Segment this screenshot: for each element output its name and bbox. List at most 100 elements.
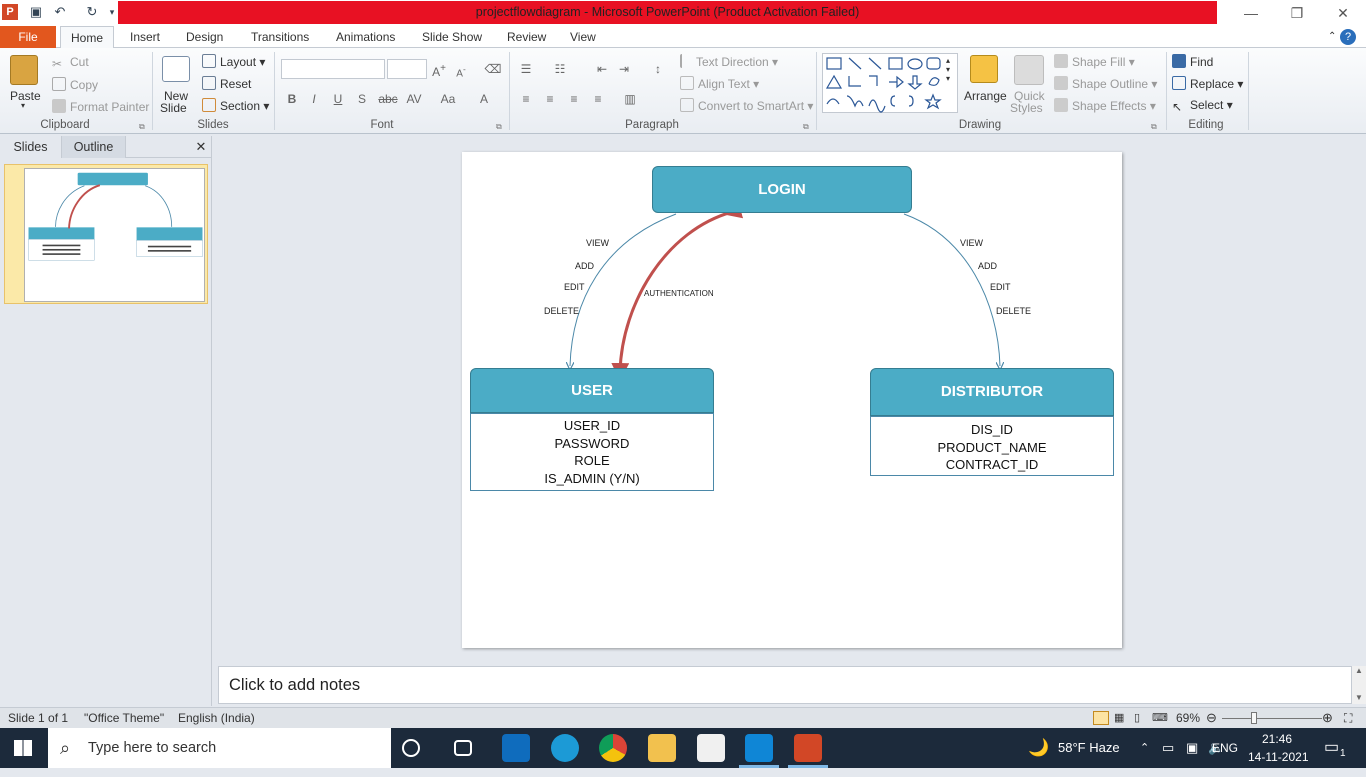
store-icon[interactable] [697,734,725,762]
zoom-slider-thumb[interactable] [1251,712,1257,724]
powerpoint-taskbar-icon[interactable] [794,734,822,762]
align-text-button[interactable]: Align Text ▾ [680,76,759,91]
mail-icon[interactable] [502,734,530,762]
reset-button[interactable]: Reset [202,76,251,91]
zoom-in-icon[interactable]: ⊕ [1322,710,1333,725]
font-launcher-icon[interactable]: ⧉ [496,122,502,131]
zoom-slider[interactable] [1222,718,1322,719]
notifications-icon[interactable]: ▭ [1324,739,1340,756]
shapes-gallery[interactable] [822,53,958,113]
tab-design[interactable]: Design [186,30,224,44]
scroll-down-icon[interactable]: ▼ [1355,693,1363,702]
strikethrough-button[interactable]: abc [378,92,398,106]
bold-button[interactable]: B [287,92,297,106]
arrange-button[interactable]: Arrange [964,89,1007,103]
paste-dropdown-icon[interactable]: ▾ [21,101,26,110]
new-slide-icon[interactable] [162,56,190,82]
minimize-ribbon-icon[interactable]: ⌃ [1328,31,1337,42]
show-hidden-icons-icon[interactable]: ⌃ [1140,742,1150,754]
input-language[interactable]: ENG [1212,741,1239,755]
align-right-icon[interactable]: ≡ [570,92,578,106]
tab-file[interactable]: File [0,26,56,48]
decrease-indent-icon[interactable]: ⇤ [596,62,608,76]
font-name-dropdown[interactable] [281,59,385,79]
find-button[interactable]: Find [1172,54,1213,69]
shape-effects-button[interactable]: Shape Effects ▾ [1054,98,1156,113]
user-box-fields[interactable]: USER_ID PASSWORD ROLE IS_ADMIN (Y/N) [470,413,714,491]
clock-time[interactable]: 21:46 [1262,732,1293,746]
change-case-button[interactable]: Aa [440,92,456,106]
shadow-button[interactable]: S [357,92,366,106]
align-left-icon[interactable]: ≡ [522,92,530,106]
zoom-out-icon[interactable]: ⊖ [1206,710,1217,725]
tab-insert[interactable]: Insert [130,30,161,44]
drawing-launcher-icon[interactable]: ⧉ [1151,122,1157,131]
tab-transitions[interactable]: Transitions [251,30,310,44]
task-view-icon[interactable] [454,740,472,756]
line-spacing-icon[interactable]: ↕ [655,62,661,76]
undo-icon[interactable]: ↶ [54,4,66,19]
zoom-level[interactable]: 69% [1176,711,1201,725]
minimize-button[interactable]: — [1244,5,1258,21]
tab-home[interactable]: Home [60,26,114,49]
tab-review[interactable]: Review [507,30,547,44]
quick-styles-button-line2[interactable]: Styles [1010,101,1043,115]
login-box[interactable]: LOGIN [652,166,912,213]
section-button[interactable]: Section ▾ [202,98,269,113]
distributor-box-fields[interactable]: DIS_ID PRODUCT_NAME CONTRACT_ID [870,416,1114,476]
taskbar-search[interactable]: ⌕ Type here to search [48,728,391,768]
copy-button[interactable]: Copy [52,77,98,92]
align-center-icon[interactable]: ≡ [546,92,554,106]
grow-font-icon[interactable]: A+ [432,63,446,79]
shape-fill-button[interactable]: Shape Fill ▾ [1054,54,1135,69]
normal-view-icon[interactable] [1093,711,1109,725]
shape-outline-button[interactable]: Shape Outline ▾ [1054,76,1157,91]
numbering-icon[interactable]: ☷ [554,62,566,76]
font-color-button[interactable]: A [479,92,488,106]
save-icon[interactable]: ▣ [29,4,43,19]
edge-icon[interactable] [551,734,579,762]
volume-icon[interactable]: 🔈 [1208,740,1225,755]
battery-icon[interactable]: ▭ [1162,740,1175,755]
paragraph-launcher-icon[interactable]: ⧉ [803,122,809,131]
increase-indent-icon[interactable]: ⇥ [618,62,630,76]
fit-slide-icon[interactable]: ⛶ [1344,711,1353,725]
format-painter-button[interactable]: Format Painter [52,99,149,114]
slide-canvas[interactable]: LOGIN VIEW ADD EDIT DELETE AUTHENTICATIO… [462,152,1122,648]
convert-smartart-button[interactable]: Convert to SmartArt ▾ [680,98,813,113]
authentication-arrow[interactable] [611,200,744,381]
user-box-header[interactable]: USER [470,368,714,413]
file-explorer-icon[interactable] [648,734,676,762]
redo-icon[interactable]: ↻ [86,4,98,19]
arrange-icon[interactable] [970,55,998,83]
columns-icon[interactable]: ▥ [624,92,636,106]
text-direction-button[interactable]: Text Direction ▾ [680,54,778,69]
new-slide-button-line2[interactable]: Slide [160,101,187,115]
character-spacing-button[interactable]: AV [406,92,422,106]
cut-button[interactable]: ✂Cut [52,55,89,71]
clock-date[interactable]: 14-11-2021 [1248,750,1309,764]
justify-icon[interactable]: ≡ [594,92,602,106]
italic-button[interactable]: I [312,92,316,106]
help-icon[interactable]: ? [1340,29,1356,45]
weather-icon[interactable]: 🌙 [1028,738,1050,757]
weather-text[interactable]: 58°F Haze [1058,740,1120,755]
distributor-box-header[interactable]: DISTRIBUTOR [870,368,1114,416]
vscode-icon[interactable] [745,734,773,762]
network-icon[interactable]: ▣ [1186,740,1199,755]
tab-view[interactable]: View [570,30,596,44]
new-slide-button[interactable]: New [164,89,189,103]
font-size-dropdown[interactable] [387,59,427,79]
windows-start-icon[interactable] [14,740,32,756]
close-panel-icon[interactable]: ✕ [195,139,207,154]
quick-styles-button[interactable]: Quick [1014,89,1045,103]
tab-animations[interactable]: Animations [336,30,396,44]
tab-slides[interactable]: Slides [0,136,62,158]
reading-view-icon[interactable]: ▯ [1134,712,1141,724]
chrome-icon[interactable] [599,734,627,762]
underline-button[interactable]: U [333,92,343,106]
language-indicator[interactable]: English (India) [178,711,255,725]
shrink-font-icon[interactable]: A- [456,64,466,80]
restore-button[interactable]: ❐ [1290,5,1304,21]
select-button[interactable]: ↖Select ▾ [1172,98,1233,114]
